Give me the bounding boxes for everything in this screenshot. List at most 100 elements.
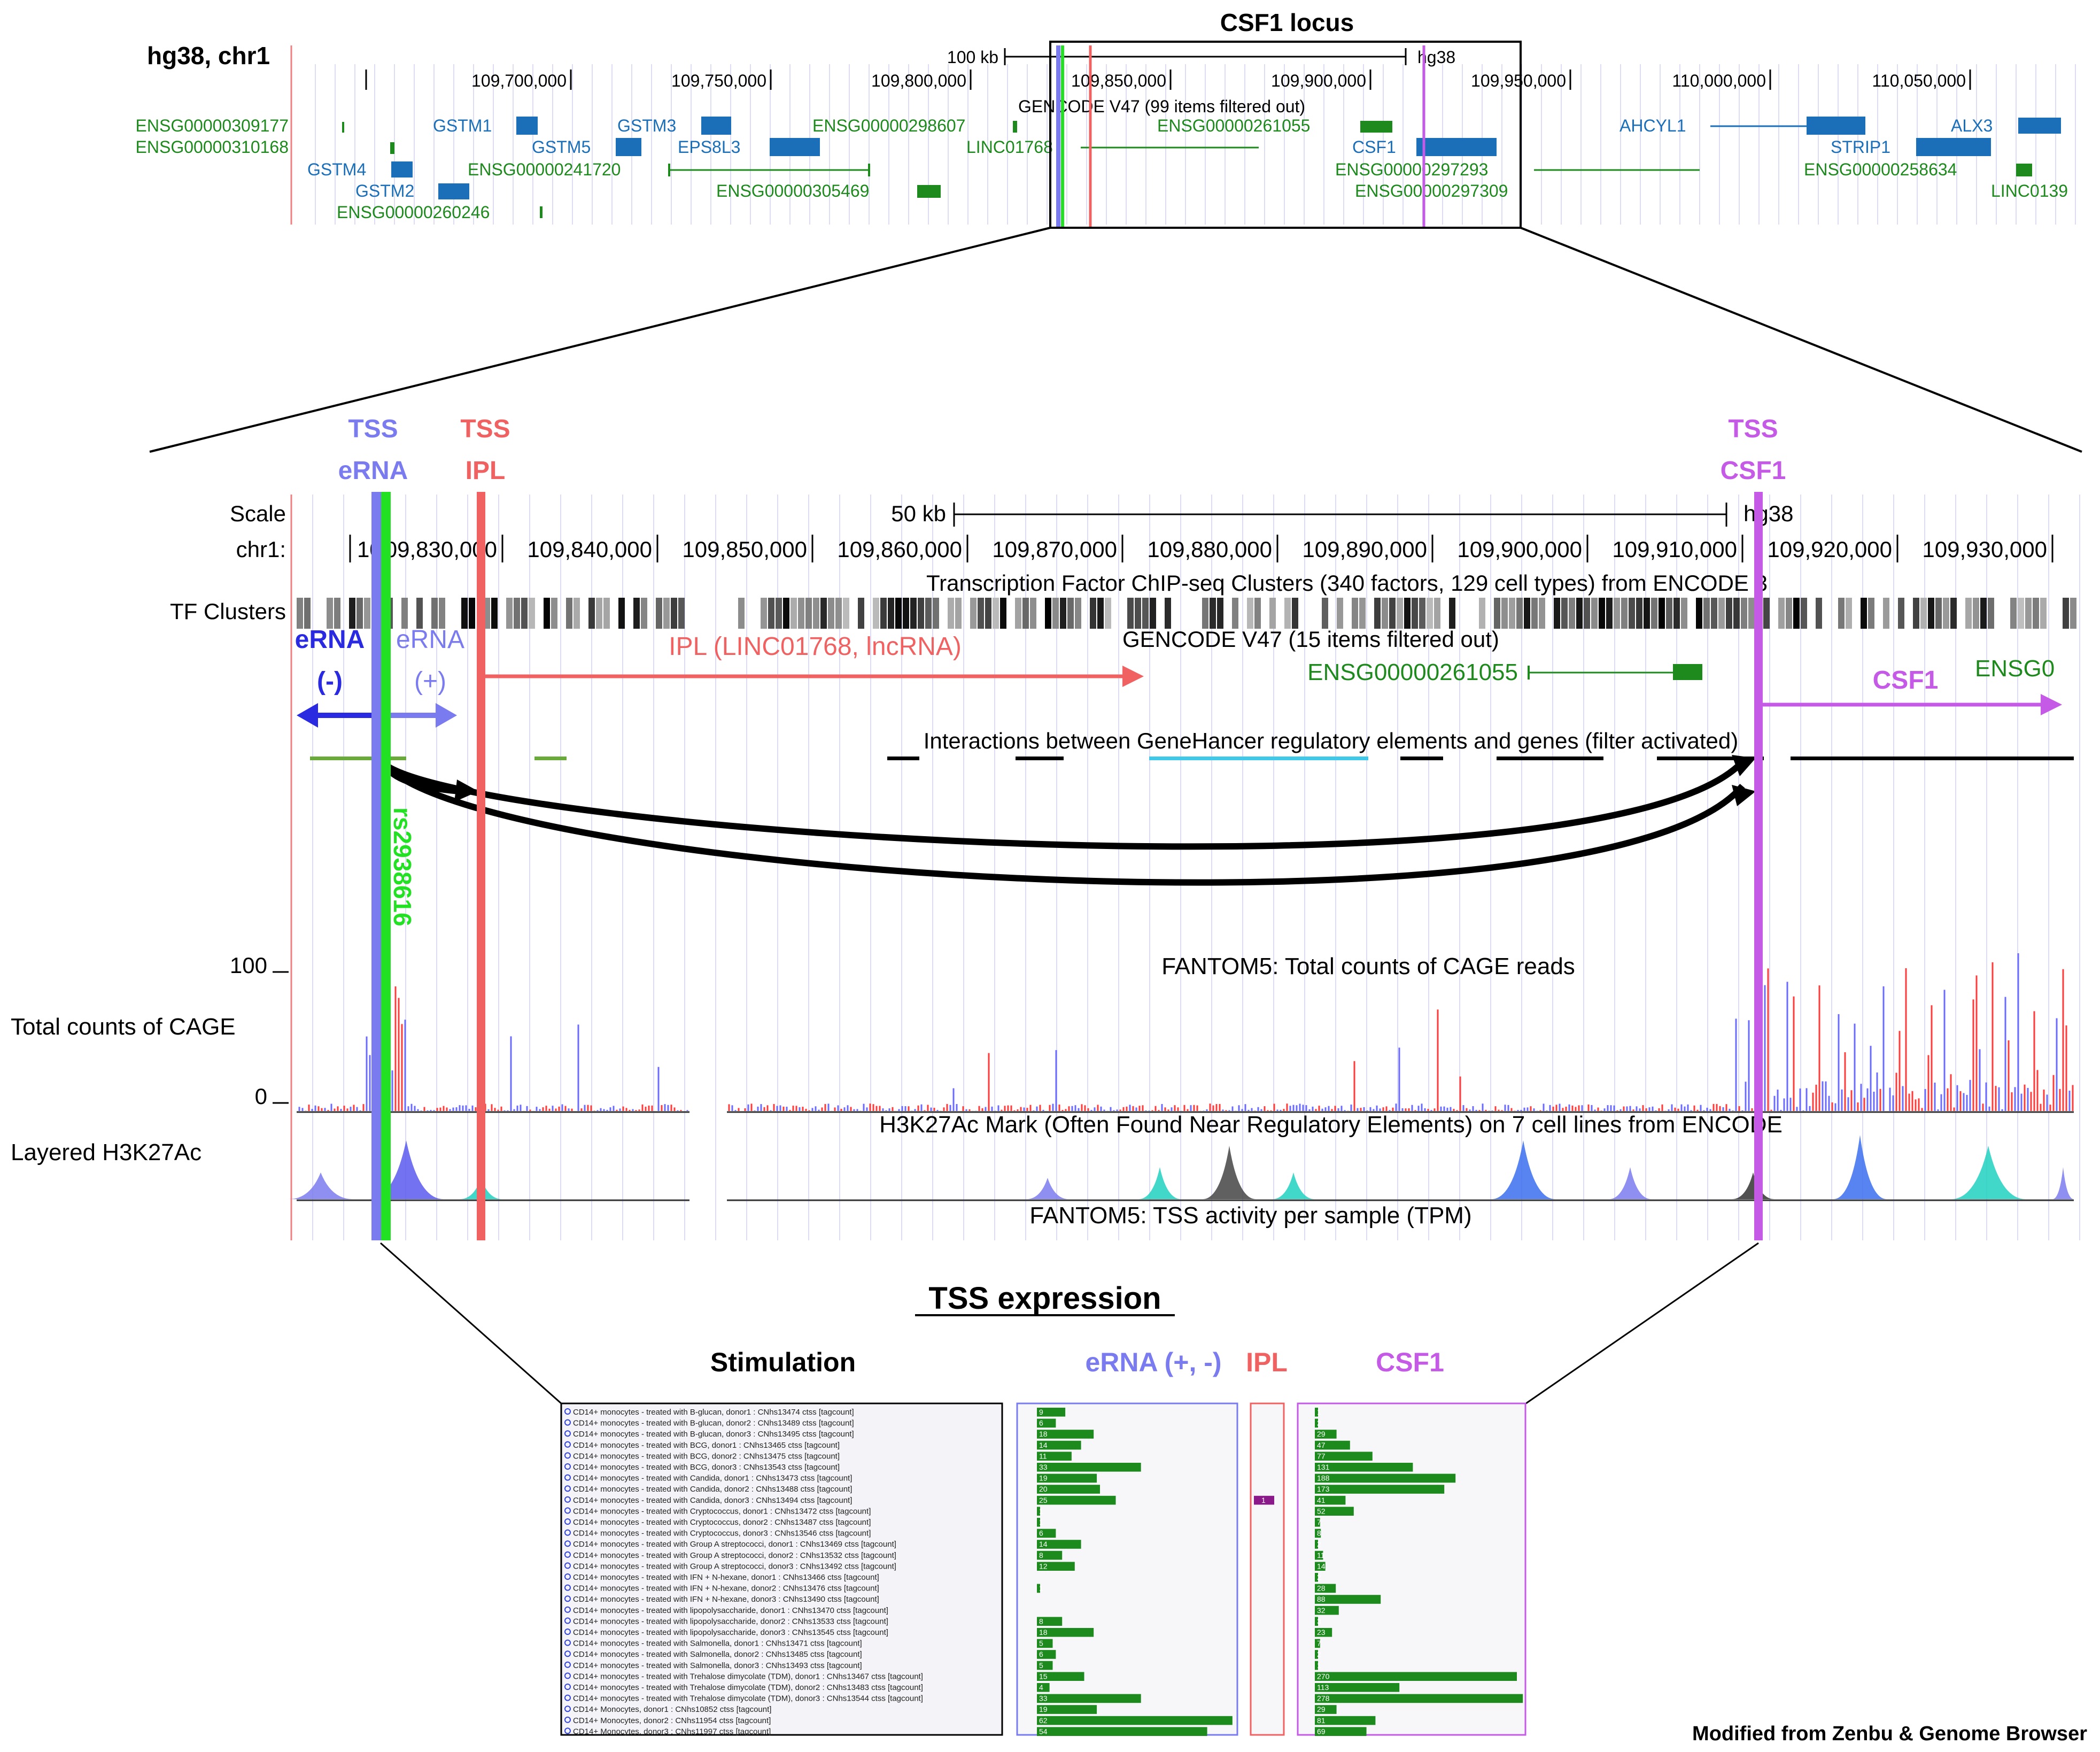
gene-label: ALX3 bbox=[1951, 116, 1993, 135]
csf1-value: 32 bbox=[1317, 1606, 1326, 1615]
csf1-bar bbox=[1315, 1661, 1318, 1670]
tf-cluster-block bbox=[1531, 598, 1538, 629]
sample-marker-icon bbox=[564, 1595, 571, 1602]
gene-glyph bbox=[1013, 121, 1017, 133]
csf1-bar bbox=[1315, 1628, 1332, 1637]
tf-cluster-block bbox=[1292, 598, 1298, 629]
sample-label: CD14+ monocytes - treated with Trehalose… bbox=[573, 1672, 923, 1681]
csf1-value: 278 bbox=[1317, 1694, 1330, 1703]
detail-assembly: hg38 bbox=[1743, 501, 1793, 526]
sample-label: CD14+ Monocytes, donor1 : CNhs10852 ctss… bbox=[573, 1705, 771, 1714]
tf-cluster-block bbox=[1748, 598, 1755, 629]
tf-cluster-block bbox=[596, 598, 602, 629]
detail-coord: 109,840,000 bbox=[527, 537, 652, 562]
erna-bar bbox=[1037, 1628, 1094, 1637]
tf-cluster-block bbox=[2033, 598, 2039, 629]
gene-glyph bbox=[868, 164, 870, 176]
tf-cluster-block bbox=[835, 598, 842, 629]
tf-cluster-block bbox=[551, 598, 557, 629]
sample-label: CD14+ monocytes - treated with Trehalose… bbox=[573, 1694, 923, 1703]
tf-cluster-block bbox=[461, 598, 468, 629]
sample-rows: CD14+ monocytes - treated with B-glucan,… bbox=[564, 1408, 923, 1736]
gene-label: ENSG00000261055 bbox=[1157, 116, 1310, 135]
tf-cluster-block bbox=[1733, 598, 1740, 629]
sample-marker-icon bbox=[564, 1518, 571, 1525]
tf-cluster-block bbox=[1142, 598, 1149, 629]
ipl-bar bbox=[1254, 1495, 1274, 1505]
gene-label: LINC0139 bbox=[1991, 181, 2068, 200]
csf1-value: 81 bbox=[1317, 1716, 1326, 1725]
csf1-bar bbox=[1315, 1440, 1350, 1450]
erna-value: 14 bbox=[1039, 1540, 1048, 1548]
csf1-bar bbox=[1315, 1485, 1445, 1494]
sample-marker-icon bbox=[564, 1716, 571, 1723]
erna-bar-chart: 9618141133192025116148121818565154331962… bbox=[1037, 1408, 1233, 1736]
erna-plus-arrowhead bbox=[436, 703, 457, 728]
csf1-value: 1 bbox=[1317, 1661, 1321, 1670]
tf-cluster-block bbox=[663, 598, 670, 629]
detail-coord: 109,860,000 bbox=[837, 537, 962, 562]
tf-cluster-block bbox=[1973, 598, 1979, 629]
csf1-value: 113 bbox=[1317, 1683, 1329, 1692]
sample-marker-icon bbox=[564, 1496, 571, 1503]
erna-value: 6 bbox=[1039, 1529, 1043, 1538]
tf-cluster-block bbox=[1165, 598, 1171, 629]
erna-plus-label: eRNA bbox=[396, 626, 464, 654]
tf-cluster-block bbox=[1584, 598, 1590, 629]
sample-marker-icon bbox=[564, 1562, 571, 1569]
tf-cluster-block bbox=[304, 598, 311, 629]
h3k27-peak bbox=[369, 1140, 444, 1199]
genehancer-segment bbox=[1149, 757, 1368, 760]
erna-minus-arrowhead bbox=[297, 703, 318, 728]
tf-cluster-block bbox=[1591, 598, 1598, 629]
erna-value: 4 bbox=[1039, 1683, 1043, 1692]
erna-value: 20 bbox=[1039, 1485, 1048, 1493]
sample-label: CD14+ monocytes - treated with Salmonell… bbox=[573, 1661, 862, 1670]
sample-marker-icon bbox=[564, 1661, 571, 1668]
tf-cluster-block bbox=[888, 598, 894, 629]
erna-minus-label: (-) bbox=[317, 667, 343, 696]
tf-cluster-block bbox=[1097, 598, 1104, 629]
tf-cluster-block bbox=[2018, 598, 2024, 629]
sample-label: CD14+ monocytes - treated with Candida, … bbox=[573, 1485, 852, 1494]
overview-coord: 110,000,000 bbox=[1672, 71, 1766, 90]
sample-label: CD14+ monocytes - treated with Salmonell… bbox=[573, 1639, 862, 1648]
tf-cluster-block bbox=[783, 598, 789, 629]
tf-cluster-block bbox=[1127, 598, 1134, 629]
csf1-bar bbox=[1315, 1705, 1337, 1714]
tf-cluster-block bbox=[2040, 598, 2047, 629]
erna-bar bbox=[1037, 1672, 1084, 1681]
tf-cluster-block bbox=[1232, 598, 1238, 629]
tf-cluster-block bbox=[1052, 598, 1059, 629]
arc-arrowhead-csf1-upper bbox=[1732, 755, 1756, 776]
erna-value: 1 bbox=[1039, 1518, 1043, 1526]
sample-marker-icon bbox=[564, 1452, 571, 1459]
sample-marker-icon bbox=[564, 1507, 571, 1514]
tf-cluster-block bbox=[529, 598, 535, 629]
gene-label: AHCYL1 bbox=[1619, 116, 1686, 135]
tf-track-title: Transcription Factor ChIP-seq Clusters (… bbox=[926, 570, 1768, 596]
erna-value: 18 bbox=[1039, 1628, 1048, 1637]
tf-cluster-block bbox=[1868, 598, 1874, 629]
tf-cluster-block bbox=[1479, 598, 1485, 629]
gene-label: ENSG00000260246 bbox=[337, 203, 490, 222]
overview-coordinates: 109,700,000 109,750,000 109,800,000 109,… bbox=[471, 70, 1971, 90]
sample-marker-icon bbox=[564, 1441, 571, 1448]
gene-label: GSTM2 bbox=[355, 181, 414, 200]
tf-cluster-block bbox=[574, 598, 580, 629]
tf-cluster-block bbox=[873, 598, 879, 629]
csf1-bar bbox=[1315, 1650, 1318, 1659]
sample-label: CD14+ monocytes - treated with lipopolys… bbox=[573, 1628, 888, 1637]
csf1-value: 2 bbox=[1317, 1540, 1321, 1548]
sample-label: CD14+ Monocytes, donor3 : CNhs11997 ctss… bbox=[573, 1727, 771, 1736]
sample-marker-icon bbox=[564, 1463, 571, 1470]
tf-cluster-block bbox=[1404, 598, 1411, 629]
tf-cluster-block bbox=[349, 598, 355, 629]
sample-marker-icon bbox=[564, 1684, 571, 1690]
sample-marker-icon bbox=[564, 1639, 571, 1646]
csf1-value: 29 bbox=[1317, 1430, 1326, 1438]
gene-label: LINC01768 bbox=[966, 137, 1053, 157]
erna-bar bbox=[1037, 1529, 1056, 1538]
csf1-value: 8 bbox=[1317, 1529, 1321, 1538]
tf-cluster-block bbox=[491, 598, 498, 629]
